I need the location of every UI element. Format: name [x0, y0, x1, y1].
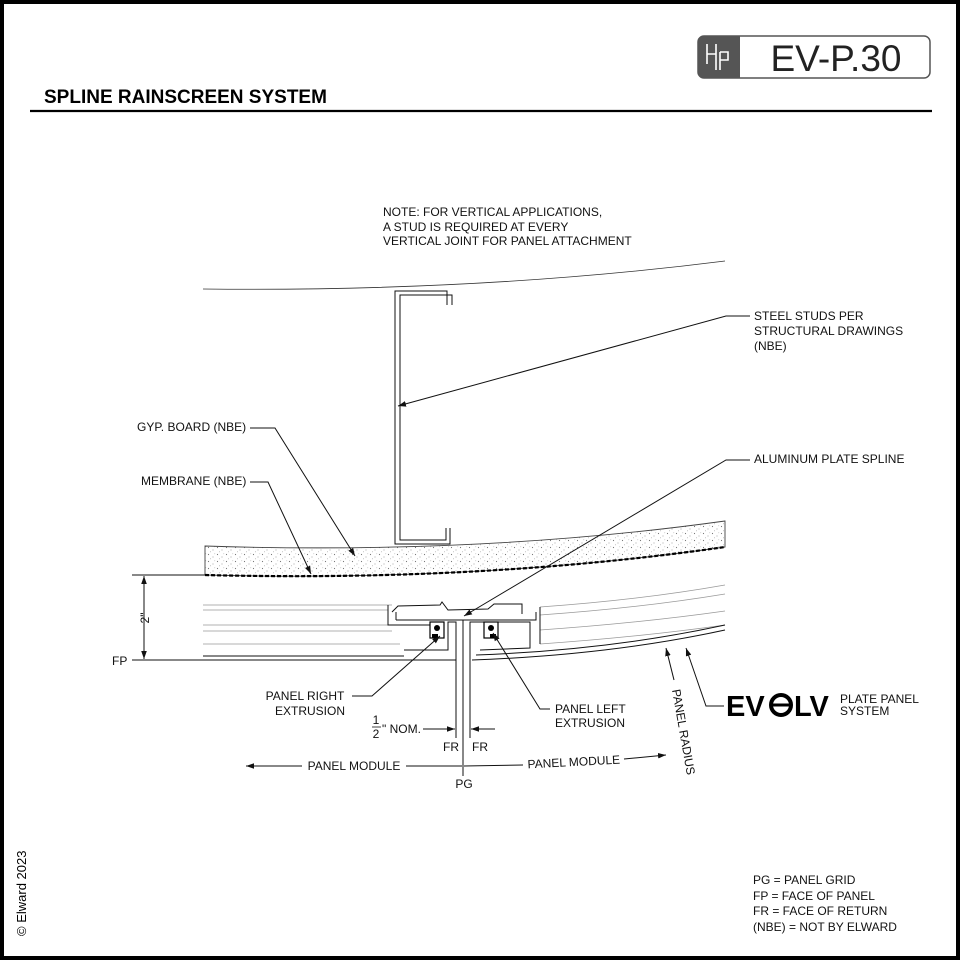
panel-radius-label: PANEL RADIUS	[669, 688, 698, 776]
pg-label: PG	[455, 777, 472, 791]
brand-tagline-1: PLATE PANEL	[840, 692, 919, 706]
steel-studs-line-3: (NBE)	[754, 339, 787, 353]
sheet-code-box: EV-P.30	[697, 35, 931, 79]
nominal-gap-dimension: 1 2 " NOM. FR FR	[372, 713, 495, 754]
aluminum-spline-label: ALUMINUM PLATE SPLINE	[754, 452, 904, 466]
leader-lines	[250, 315, 750, 710]
brand-name-left: EV	[726, 691, 765, 723]
legend-pg: PG = PANEL GRID	[753, 873, 856, 887]
legend-nbe: (NBE) = NOT BY ELWARD	[753, 920, 897, 934]
page-title: SPLINE RAINSCREEN SYSTEM	[44, 87, 327, 108]
steel-studs-callout: STEEL STUDS PER STRUCTURAL DRAWINGS (NBE…	[754, 309, 903, 353]
steel-studs-line-1: STEEL STUDS PER	[754, 309, 864, 323]
panel-left-line-1: PANEL LEFT	[555, 702, 626, 716]
drawing-sheet: EV-P.30 SPLINE RAINSCREEN SYSTEM NOTE: F…	[4, 4, 956, 956]
fr-label-left: FR	[443, 740, 459, 754]
panel-left-callout: PANEL LEFT EXTRUSION	[555, 702, 626, 730]
panel-left-line-2: EXTRUSION	[555, 716, 625, 730]
panel-right-side	[469, 584, 726, 661]
copyright: © Elward 2023	[14, 851, 29, 936]
half-denominator: 2	[373, 727, 380, 741]
legend-fr: FR = FACE OF RETURN	[753, 904, 887, 918]
top-curve-line	[202, 260, 726, 290]
depth-label: 2"	[138, 613, 152, 624]
half-numerator: 1	[373, 713, 380, 727]
brand-tagline-2: SYSTEM	[840, 704, 889, 718]
note-line-3: VERTICAL JOINT FOR PANEL ATTACHMENT	[383, 234, 632, 248]
aluminum-plate-spline	[391, 601, 537, 621]
brand-name-right: LV	[794, 691, 830, 723]
gyp-board-label: GYP. BOARD (NBE)	[137, 420, 246, 434]
gyp-board	[204, 520, 726, 577]
membrane	[204, 545, 726, 578]
steel-stud	[394, 290, 453, 545]
panel-right-line-2: EXTRUSION	[275, 704, 345, 718]
panel-left-side	[203, 604, 457, 661]
company-logo-icon	[706, 44, 729, 70]
panel-module-left-label: PANEL MODULE	[308, 759, 401, 773]
abbreviation-legend: PG = PANEL GRID FP = FACE OF PANEL FR = …	[753, 873, 897, 934]
sheet-code: EV-P.30	[771, 38, 902, 79]
evolv-brand: EV LV PLATE PANEL SYSTEM	[726, 691, 919, 723]
panel-right-extrusion	[429, 621, 445, 639]
depth-dimension: 2" FP	[112, 574, 205, 668]
brand-o-icon	[769, 693, 793, 717]
fp-label: FP	[112, 654, 127, 668]
membrane-label: MEMBRANE (NBE)	[141, 474, 246, 488]
panel-module-dimension: PANEL MODULE PANEL MODULE PG	[246, 753, 667, 791]
fr-label-right: FR	[472, 740, 488, 754]
note-line-1: NOTE: FOR VERTICAL APPLICATIONS,	[383, 205, 602, 219]
panel-right-line-1: PANEL RIGHT	[266, 689, 345, 703]
nom-label: " NOM.	[382, 722, 421, 736]
note-line-2: A STUD IS REQUIRED AT EVERY	[383, 220, 568, 234]
detail-drawing: EV-P.30 SPLINE RAINSCREEN SYSTEM NOTE: F…	[14, 35, 932, 936]
panel-module-right-label: PANEL MODULE	[527, 753, 620, 772]
vertical-note: NOTE: FOR VERTICAL APPLICATIONS, A STUD …	[383, 205, 632, 248]
steel-studs-line-2: STRUCTURAL DRAWINGS	[754, 324, 903, 338]
panel-right-callout: PANEL RIGHT EXTRUSION	[266, 689, 345, 718]
panel-left-extrusion	[483, 621, 499, 639]
legend-fp: FP = FACE OF PANEL	[753, 889, 875, 903]
